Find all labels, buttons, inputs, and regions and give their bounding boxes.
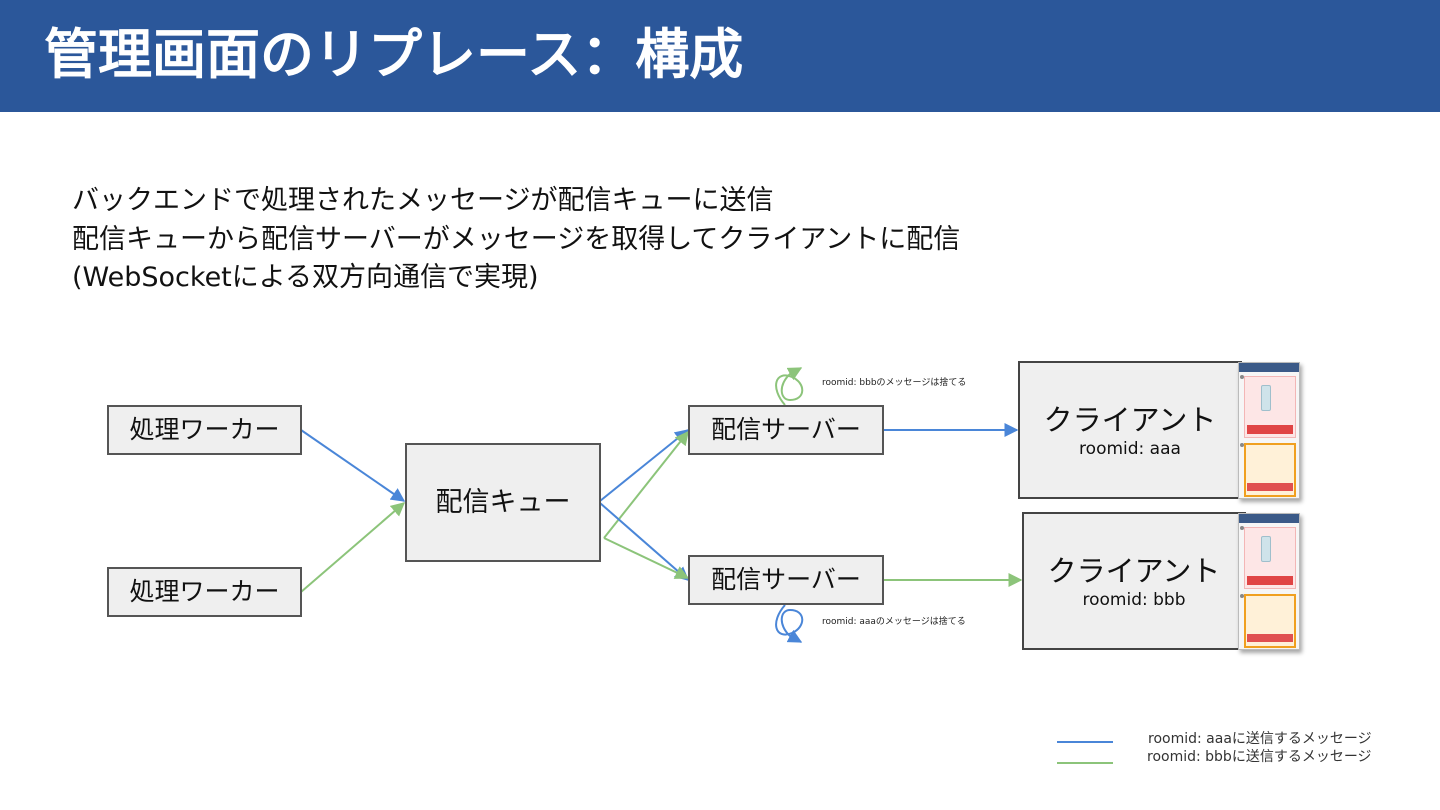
client-title-top: クライアント <box>1043 403 1217 437</box>
product-image <box>1261 385 1271 411</box>
arrow-queue-to-server-bottom-bbb <box>603 537 690 579</box>
description: バックエンドで処理されたメッセージが配信キューに送信 配信キューから配信サーバー… <box>72 182 960 298</box>
discard-note-top: roomid: bbbのメッセージは捨てる <box>822 378 967 388</box>
server-label-bottom: 配信サーバー <box>711 565 861 594</box>
title-bar: 管理画面のリプレース：構成 <box>0 0 1440 112</box>
screenshot-header-bar <box>1239 363 1299 372</box>
description-line-3: (WebSocketによる双方向通信で実現) <box>72 262 539 293</box>
discard-loop-top <box>775 367 804 406</box>
avatar <box>1240 443 1244 447</box>
arrow-queue-to-server-top-bbb <box>603 430 689 539</box>
price-banner <box>1247 425 1293 434</box>
client-room-top: roomid: aaa <box>1079 439 1181 459</box>
warning-banner <box>1247 634 1293 642</box>
description-line-1: バックエンドで処理されたメッセージが配信キューに送信 <box>72 185 774 216</box>
client-screenshot-bottom <box>1238 513 1300 650</box>
worker-box-bottom: 処理ワーカー <box>107 567 302 617</box>
worker-box-top: 処理ワーカー <box>107 405 302 455</box>
server-box-bottom: 配信サーバー <box>688 555 884 605</box>
arrow-worker-bottom-to-queue <box>300 502 406 593</box>
legend-label-bbb: roomid: bbbに送信するメッセージ <box>1147 749 1372 765</box>
server-label-top: 配信サーバー <box>711 415 861 444</box>
arrow-queue-to-server-top-aaa <box>599 429 690 502</box>
avatar <box>1240 526 1244 530</box>
client-box-top: クライアント roomid: aaa <box>1018 361 1242 499</box>
screenshot-header-bar <box>1239 514 1299 523</box>
discard-loop-bottom <box>775 604 804 643</box>
price-banner <box>1247 576 1293 585</box>
client-screenshot-top <box>1238 362 1300 499</box>
legend-label-aaa: roomid: aaaに送信するメッセージ <box>1148 731 1372 747</box>
queue-label: 配信キュー <box>435 486 571 518</box>
queue-box: 配信キュー <box>405 443 601 562</box>
worker-label-bottom: 処理ワーカー <box>129 577 280 606</box>
arrow-queue-to-server-bottom-aaa <box>599 502 690 581</box>
client-room-bottom: roomid: bbb <box>1082 590 1186 610</box>
page-title: 管理画面のリプレース：構成 <box>44 23 744 86</box>
arrow-worker-top-to-queue <box>300 429 406 502</box>
avatar <box>1240 594 1244 598</box>
legend-swatch-bbb <box>1057 762 1113 764</box>
worker-label-top: 処理ワーカー <box>129 415 280 444</box>
description-line-2: 配信キューから配信サーバーがメッセージを取得してクライアントに配信 <box>72 223 961 255</box>
warning-banner <box>1247 483 1293 491</box>
product-image <box>1261 536 1271 562</box>
client-title-bottom: クライアント <box>1047 554 1221 588</box>
legend-swatch-aaa <box>1057 741 1113 743</box>
server-box-top: 配信サーバー <box>688 405 884 455</box>
discard-note-bottom: roomid: aaaのメッセージは捨てる <box>822 617 966 627</box>
avatar <box>1240 375 1244 379</box>
client-box-bottom: クライアント roomid: bbb <box>1022 512 1246 650</box>
